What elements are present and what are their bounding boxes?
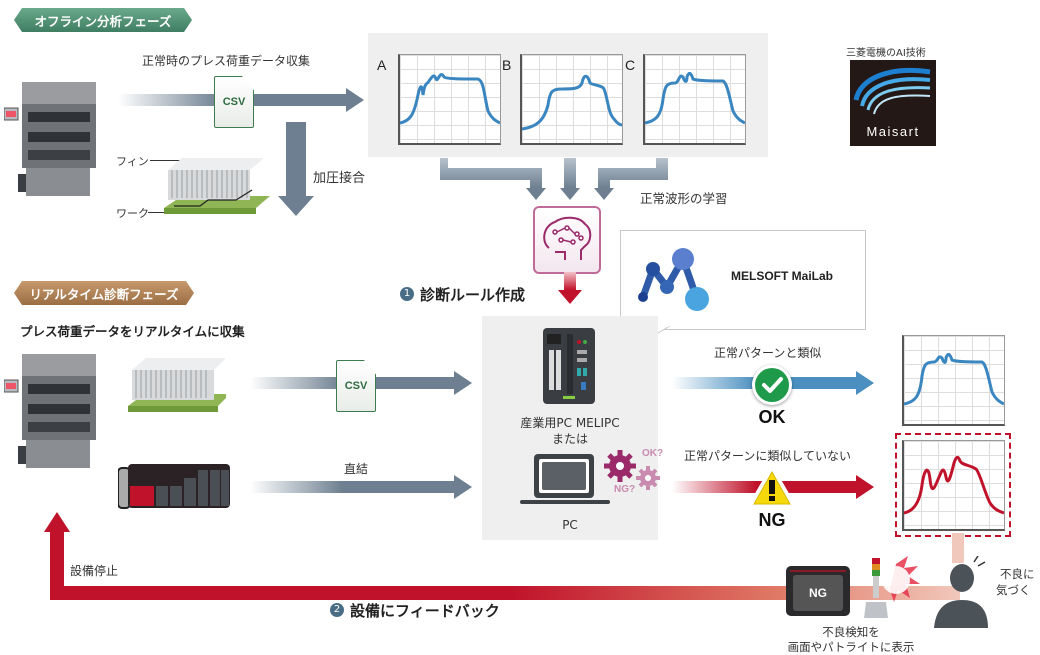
ng-to-person-connector (952, 533, 964, 563)
graph-a-label: A (377, 57, 387, 73)
laptop-pc-icon (520, 454, 610, 504)
maisart-caption: 三菱電機のAI技術 (846, 48, 926, 59)
ng-label: NG (758, 510, 786, 530)
melipc-icon (543, 328, 595, 404)
direct-arrow-head (454, 475, 472, 499)
feedback-arrow-head (44, 512, 70, 532)
mailab-logo-icon (638, 248, 709, 311)
ng-question-label: NG? (614, 484, 636, 495)
rule-arrow-head (558, 290, 582, 304)
hmi-ng-display: NG (793, 575, 843, 611)
realtime-phase-label: リアルタイム診断フェーズ (29, 286, 179, 302)
realtime-arrow-head (454, 371, 472, 395)
fin-label: フィン (116, 155, 149, 168)
notice-label-2: 画面やパトライトに表示 (787, 640, 915, 654)
maisart-logo-text: Maisart (866, 124, 920, 139)
ok-waveform-graph (902, 335, 1005, 426)
step1-label: 診断ルール作成 (420, 286, 526, 304)
ok-caption: 正常パターンと類似 (714, 346, 822, 360)
check-icon (755, 368, 789, 402)
signal-tower-icon (864, 556, 920, 618)
direct-connect-label: 直結 (344, 462, 369, 476)
press-bond-arrow-head (278, 196, 314, 216)
gears-icon (604, 450, 660, 490)
learning-label: 正常波形の学習 (640, 191, 728, 206)
step1-number-badge: 1 (400, 287, 414, 301)
step2-label: 設備にフィードバック (350, 602, 500, 620)
offline-collect-label: 正常時のプレス荷重データ収集 (142, 54, 311, 68)
mailab-label: MELSOFT MaiLab (731, 269, 833, 283)
step2-number-badge: 2 (330, 603, 344, 617)
warning-icon (748, 466, 796, 508)
waveform-graph-c (643, 54, 746, 145)
ng-waveform-graph (902, 440, 1005, 531)
mailab-callout: MELSOFT MaiLab (620, 230, 866, 330)
heatsink-icon (164, 158, 270, 214)
work-label: ワーク (116, 207, 149, 220)
brain-circuit-icon (543, 216, 592, 260)
ng-arrow-head (856, 475, 874, 499)
press-bond-arrow-shaft (286, 122, 306, 198)
realtime-phase-banner: リアルタイム診断フェーズ (14, 281, 194, 305)
feedback-line (60, 586, 960, 600)
press-bond-label: 加圧接合 (313, 171, 366, 186)
work-leader-line (148, 212, 178, 213)
ok-check-badge (752, 365, 792, 405)
rule-arrow-shaft (564, 272, 576, 290)
maisart-logo: Maisart (850, 60, 936, 146)
learning-arrows (440, 158, 668, 200)
person-label-1: 不良に (1000, 567, 1035, 581)
waveform-graph-a (398, 54, 501, 145)
heatsink-realtime-icon (128, 358, 226, 412)
plc-unit-icon (118, 464, 230, 509)
hmi-screen-icon: NG (786, 566, 850, 616)
maisart-swoosh-icon (853, 67, 931, 115)
melipc-label: 産業用PC MELIPC (520, 416, 620, 430)
or-label: または (551, 432, 588, 446)
graph-b-label: B (502, 57, 512, 73)
waveform-graph-b (520, 54, 623, 145)
operator-person-icon (934, 556, 988, 628)
press-machine-icon (4, 82, 96, 196)
person-label-2: 気づく (996, 583, 1031, 597)
press-machine-realtime-icon (4, 354, 96, 468)
offline-phase-banner: オフライン分析フェーズ (14, 8, 192, 32)
notice-label-1: 不良検知を (822, 625, 880, 639)
graph-c-label: C (625, 57, 636, 73)
csv-file-realtime-icon: CSV (336, 360, 376, 412)
hmi-screen-top-bar (790, 570, 846, 572)
offline-phase-label: オフライン分析フェーズ (34, 13, 172, 29)
ok-arrow-head (856, 371, 874, 395)
pc-label: PC (562, 518, 578, 532)
feedback-arrow-shaft (50, 530, 64, 600)
ok-label: OK (758, 407, 786, 427)
fin-leader-line (150, 160, 190, 161)
ng-caption: 正常パターンに類似していない (684, 449, 852, 463)
equipment-stop-label: 設備停止 (70, 564, 119, 578)
collect-arrow-head (346, 88, 364, 112)
direct-arrow-shaft (250, 481, 456, 493)
csv-file-icon: CSV (214, 76, 254, 128)
ai-brain-box (533, 206, 601, 274)
ok-question-label: OK? (642, 448, 664, 459)
realtime-collect-label: プレス荷重データをリアルタイムに収集 (20, 324, 245, 339)
